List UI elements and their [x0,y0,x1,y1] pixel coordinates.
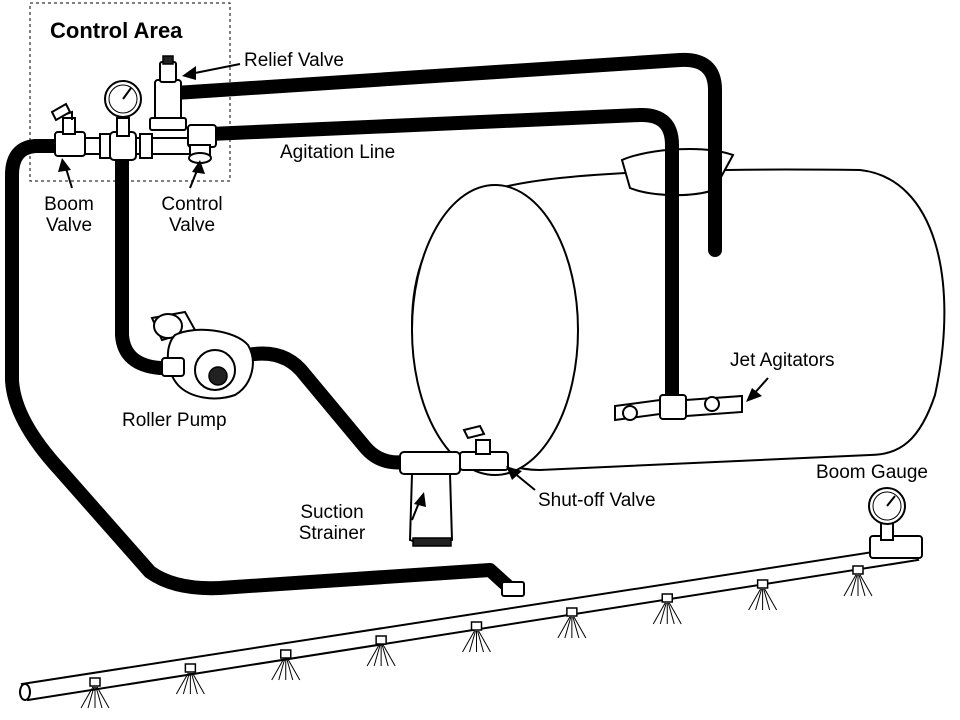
jet-agitators-label: Jet Agitators [730,350,835,371]
control-valve-label: Control Valve [148,194,236,236]
control-valve [188,144,212,164]
roller-pump-label: Roller Pump [122,410,227,431]
spray-boom [19,535,923,702]
spray-nozzle [652,593,682,625]
spray-nozzle [175,663,205,695]
shutoff-valve-label: Shut-off Valve [538,490,656,511]
agitation-line-label: Agitation Line [280,142,396,163]
suction-strainer-label-line1: Suction [300,502,364,523]
relief-valve-label: Relief Valve [244,50,344,71]
control-valve-label-line1: Control [161,194,223,215]
spray-nozzle [462,621,491,653]
control-area-title: Control Area [50,18,183,43]
spray-nozzle [80,677,110,709]
control-pressure-gauge [104,80,142,137]
relief-valve [149,55,187,131]
nozzles [80,565,873,709]
suction-strainer-label-line2: Strainer [298,523,366,544]
boom-gauge [868,487,906,541]
boom-valve [50,102,86,157]
control-valve-label-line2: Valve [168,215,216,236]
suction-strainer [399,451,461,547]
spray-nozzle [557,607,587,639]
spray-nozzle [366,635,396,667]
jet-agitators [614,394,743,422]
boom-valve-label-line2: Valve [45,215,93,236]
pipes [5,52,722,597]
boom-valve-label: Boom Valve [30,194,108,236]
spray-nozzle [271,649,301,681]
boom-gauge-label: Boom Gauge [816,462,928,483]
shutoff-valve [459,424,509,471]
spray-nozzle [748,579,778,611]
leader-arrows [58,63,769,521]
suction-strainer-label: Suction Strainer [282,502,382,544]
roller-pump [150,310,254,400]
boom-valve-label-line1: Boom [44,194,94,215]
spray-nozzle [843,565,873,597]
